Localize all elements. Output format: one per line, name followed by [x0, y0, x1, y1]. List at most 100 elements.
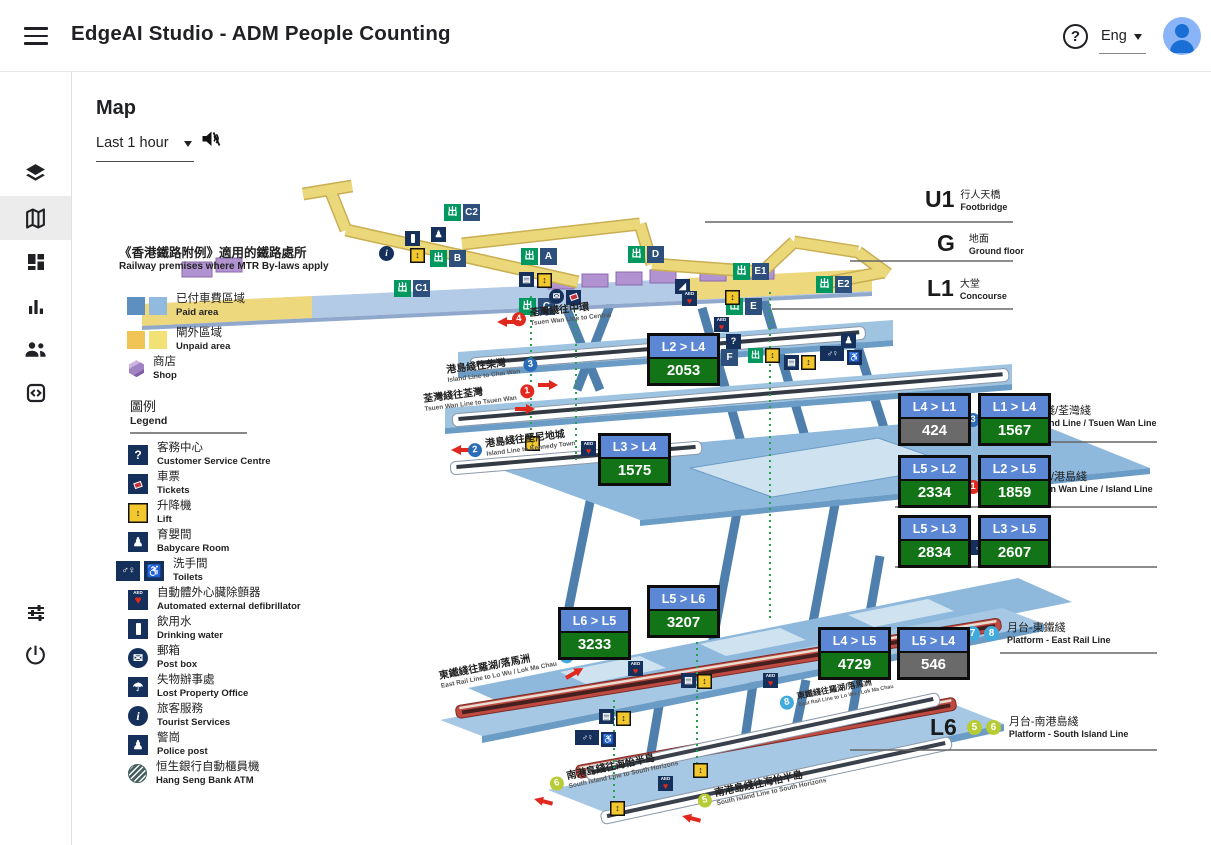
- platform-zh: 月台-東鐵綫: [1007, 622, 1066, 634]
- map-lift-icon: ↕: [725, 290, 740, 305]
- paid-area-swatch-dark: [127, 296, 145, 315]
- exit-letter: F: [721, 349, 738, 366]
- legend-zh: 升降機: [157, 500, 192, 512]
- app-header: EdgeAI Studio - ADM People Counting ? En…: [0, 0, 1211, 72]
- sidebar-item-analytics[interactable]: [0, 285, 71, 329]
- counter-route: L5 > L6: [650, 588, 717, 609]
- platform-2-marker: 2: [467, 442, 483, 458]
- counter-route: L6 > L5: [561, 610, 628, 631]
- unpaid-area-en: Unpaid area: [176, 340, 231, 352]
- map-babycare-icon: ♟: [841, 333, 856, 348]
- counter-value: 2607: [981, 541, 1048, 565]
- map-wheelchair-icon: ♿: [601, 732, 616, 747]
- floor-zh: 大堂: [959, 279, 980, 290]
- unpaid-area-swatch-light: [149, 330, 167, 349]
- map-lift-icon: ↕: [616, 711, 631, 726]
- map-train-icon: ▤: [784, 355, 799, 370]
- sidebar-item-dashboard[interactable]: [0, 240, 71, 284]
- language-selector[interactable]: Eng: [1099, 26, 1146, 54]
- wheelchair-icon: ♿: [144, 560, 164, 581]
- sidebar-item-people[interactable]: [0, 327, 71, 371]
- tourist-services-icon: i: [128, 705, 148, 726]
- counter-route: L3 > L5: [981, 518, 1048, 539]
- legend-en: Tourist Services: [157, 716, 231, 728]
- exit-letter: E1: [752, 263, 769, 280]
- platform-1-marker: 1: [519, 383, 535, 399]
- platform-zh: 綫/荃灣綫: [1044, 405, 1092, 417]
- drinking-water-icon: [128, 618, 148, 639]
- floor-code: U1: [925, 186, 955, 212]
- map-toilets-icon: ♂♀: [575, 730, 599, 745]
- platform-zh: 月台-南港島綫: [1008, 716, 1079, 728]
- legend-en: Police post: [157, 745, 208, 757]
- map-wheelchair-icon: ♿: [847, 350, 862, 365]
- counter-value: 3207: [650, 611, 717, 635]
- legend-en: Lost Property Office: [157, 687, 249, 699]
- sidebar: [0, 72, 72, 845]
- app-title: EdgeAI Studio - ADM People Counting: [71, 22, 451, 45]
- sidebar-item-map[interactable]: [0, 196, 71, 240]
- platform-8-marker: 8: [778, 694, 796, 711]
- counter-value: 2834: [901, 541, 968, 565]
- map-escalator-icon: ◢: [675, 279, 690, 294]
- counter-value: 4729: [821, 653, 888, 677]
- exit-letter: B: [449, 250, 466, 267]
- platform-en: uen Wan Line / Island Line: [1040, 483, 1153, 494]
- volume-off-icon[interactable]: [200, 128, 221, 154]
- layers-icon: [26, 163, 45, 181]
- sidebar-item-settings[interactable]: [0, 591, 71, 635]
- counter-route: L3 > L4: [601, 436, 668, 457]
- exit-letter: C1: [413, 280, 430, 297]
- help-icon[interactable]: ?: [1063, 24, 1088, 49]
- power-icon: [26, 645, 45, 664]
- map-lift-icon: ↕: [537, 273, 552, 288]
- menu-icon[interactable]: [24, 27, 48, 45]
- tickets-icon: [128, 473, 148, 494]
- legend-zh: 旅客服務: [157, 703, 203, 715]
- exit-letter: D: [647, 246, 664, 263]
- exit-icon: 出: [733, 263, 750, 280]
- legend-en: Drinking water: [157, 629, 223, 641]
- counter-value: 1575: [601, 459, 668, 483]
- map-aed-icon: AED♥: [628, 661, 643, 676]
- shop-en: Shop: [153, 369, 177, 381]
- avatar[interactable]: [1163, 17, 1201, 55]
- legend-zh: 洗手間: [173, 558, 208, 570]
- exit-icon: 出: [628, 246, 645, 263]
- platform-label-island: 綫/港島綫 uen Wan Line / Island Line: [1040, 471, 1153, 494]
- lift-icon: ↕: [128, 502, 148, 523]
- sidebar-item-power[interactable]: [0, 632, 71, 676]
- legend-divider: [130, 432, 247, 434]
- platform-4-marker: 4: [511, 311, 527, 327]
- sidebar-item-devices[interactable]: [0, 371, 71, 415]
- counter-route: L4 > L5: [821, 630, 888, 651]
- sidebar-item-layers[interactable]: [0, 151, 71, 195]
- platform-zh: 綫/港島綫: [1040, 471, 1088, 483]
- floor-en: Ground floor: [968, 245, 1024, 256]
- platform-3-marker: 3: [522, 356, 539, 373]
- legend-zh: 飲用水: [157, 616, 192, 628]
- platform-5-marker: 5: [696, 791, 714, 809]
- time-range-select[interactable]: Last 1 hour: [96, 133, 194, 162]
- babycare-icon: ♟: [128, 531, 148, 552]
- exit-icon: 出: [444, 204, 461, 221]
- map-lift-icon: ↕: [610, 801, 625, 816]
- time-range-value: Last 1 hour: [96, 135, 169, 151]
- counter-value: 546: [900, 653, 967, 677]
- exit-icon: 出: [430, 250, 447, 267]
- toilets-icon: ♂♀: [116, 560, 140, 581]
